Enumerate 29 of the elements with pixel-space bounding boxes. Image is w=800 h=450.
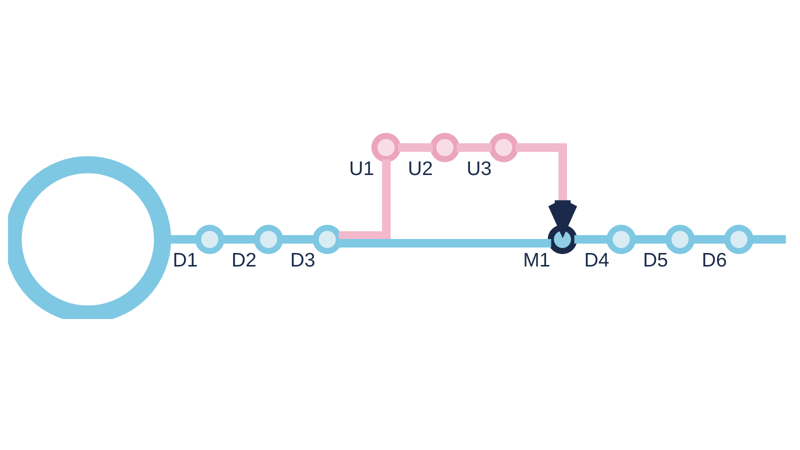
node-circle xyxy=(195,224,224,254)
connector xyxy=(633,235,668,244)
connector xyxy=(280,235,316,244)
node-label: D2 xyxy=(232,250,257,272)
connector xyxy=(574,235,610,244)
connector xyxy=(338,159,391,240)
node-circle xyxy=(488,132,518,162)
node-label: U3 xyxy=(466,158,492,180)
node-label: M1 xyxy=(523,250,550,272)
node-circle xyxy=(548,224,578,254)
connector xyxy=(338,238,552,248)
node-circle xyxy=(430,132,460,162)
node-circle xyxy=(724,224,754,254)
connector xyxy=(750,235,786,244)
node-label: D4 xyxy=(584,250,610,272)
node-circle xyxy=(371,132,401,162)
node-label: D3 xyxy=(290,250,316,272)
node-label: D6 xyxy=(702,250,727,272)
node-label: D1 xyxy=(172,250,198,272)
node-circle xyxy=(254,224,284,254)
node-circle xyxy=(8,156,172,319)
node-label: U2 xyxy=(408,158,433,180)
node-circle xyxy=(312,224,342,254)
node-circle xyxy=(606,224,636,254)
node-label: D5 xyxy=(643,250,668,272)
connector xyxy=(692,235,727,244)
connector xyxy=(222,235,257,244)
node-label: U1 xyxy=(349,158,374,180)
node-circle xyxy=(665,224,695,254)
